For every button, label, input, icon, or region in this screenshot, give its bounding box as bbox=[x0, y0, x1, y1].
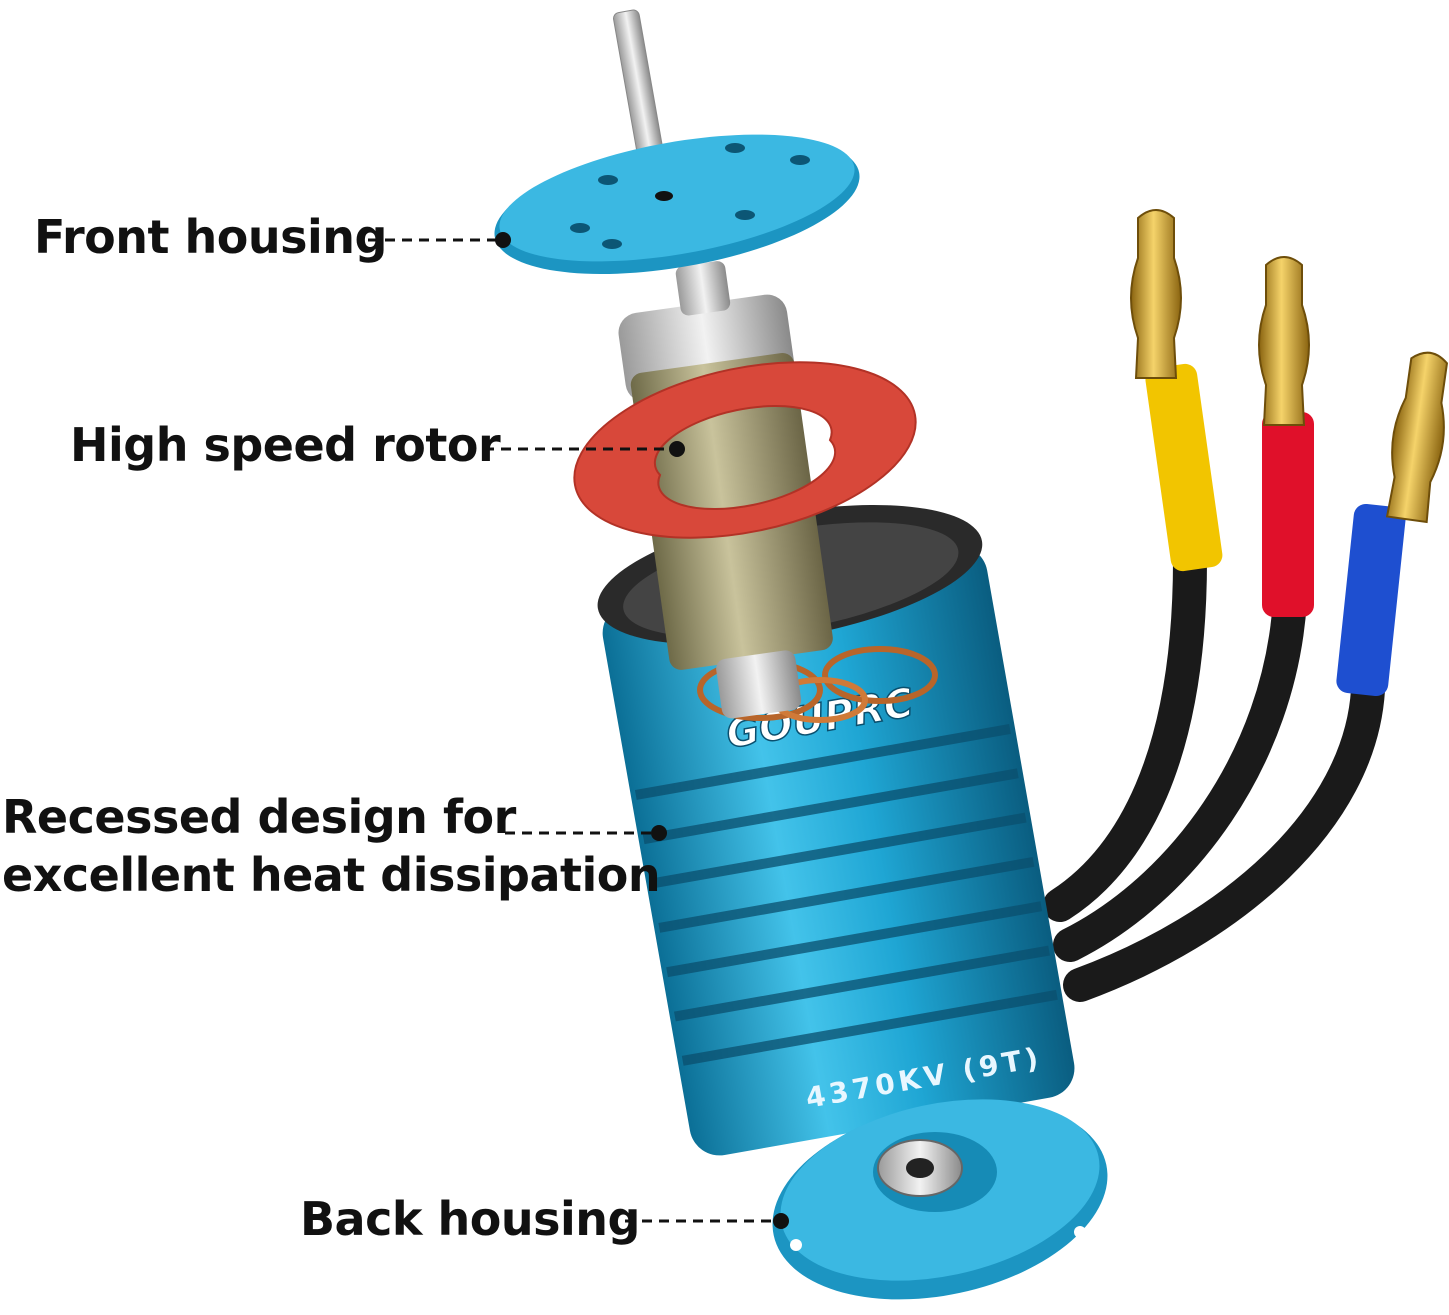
callout-recessed-line2: excellent heat dissipation bbox=[2, 848, 661, 902]
motor-wires bbox=[1043, 543, 1385, 1002]
front-housing-part bbox=[494, 134, 860, 274]
callout-recessed-line1: Recessed design for bbox=[2, 790, 516, 844]
callout-back-housing-text: Back housing bbox=[300, 1192, 640, 1246]
callout-front-housing: Front housing bbox=[34, 208, 387, 266]
callout-front-housing-text: Front housing bbox=[34, 210, 387, 264]
callout-rotor: High speed rotor bbox=[70, 416, 501, 474]
wire-sleeves bbox=[1145, 363, 1406, 697]
callout-rotor-text: High speed rotor bbox=[70, 418, 501, 472]
leader-dots bbox=[495, 232, 789, 1229]
callout-recessed-design: Recessed design for excellent heat dissi… bbox=[2, 788, 661, 904]
callout-back-housing: Back housing bbox=[300, 1190, 640, 1248]
back-housing-part bbox=[772, 1099, 1108, 1300]
red-gasket bbox=[573, 361, 917, 539]
bullet-connectors bbox=[1130, 209, 1449, 524]
leader-lines bbox=[368, 238, 778, 1223]
